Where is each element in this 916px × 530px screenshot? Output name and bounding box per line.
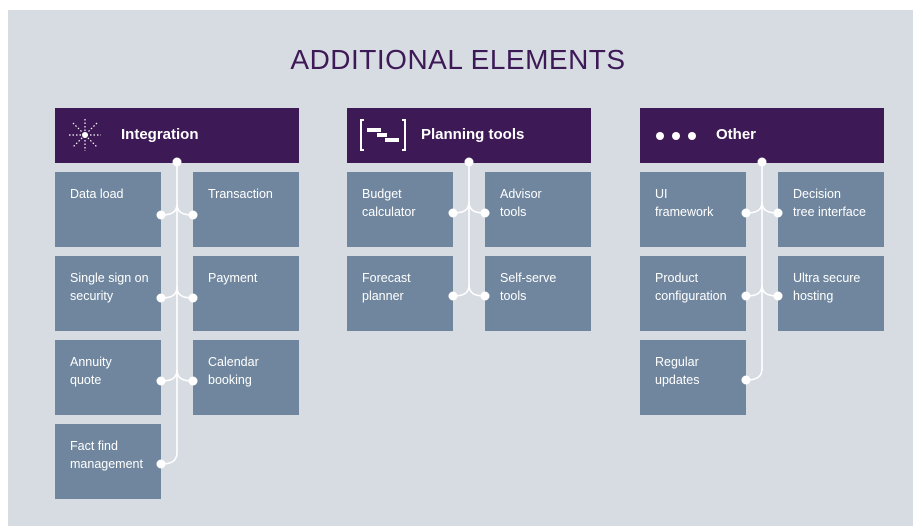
column-header-label: Planning tools bbox=[421, 126, 525, 143]
element-label: Transaction bbox=[208, 187, 273, 201]
element-fact-find-management: Fact find management bbox=[55, 424, 161, 499]
bracket-gantt-icon bbox=[360, 119, 406, 151]
page-title: ADDITIONAL ELEMENTS bbox=[290, 44, 626, 75]
element-budget-calculator: Budget calculator bbox=[347, 172, 453, 247]
element-annuity-quote: Annuity quote bbox=[55, 340, 161, 415]
column-header-integration: Integration bbox=[55, 108, 299, 163]
element-label: Product configuration bbox=[655, 271, 727, 303]
element-single-sign-on-security: Single sign on security bbox=[55, 256, 161, 331]
element-self-serve-tools: Self-serve tools bbox=[485, 256, 591, 331]
element-label: Self-serve tools bbox=[500, 271, 557, 303]
element-label: Fact find management bbox=[70, 439, 143, 471]
element-label: Single sign on security bbox=[70, 271, 149, 303]
element-product-configuration: Product configuration bbox=[640, 256, 746, 331]
element-label: Annuity quote bbox=[70, 355, 112, 387]
element-forecast-planner: Forecast planner bbox=[347, 256, 453, 331]
element-label: Advisor tools bbox=[500, 187, 542, 219]
element-label: Decision tree interface bbox=[793, 187, 866, 219]
element-label: UI framework bbox=[655, 187, 714, 219]
element-calendar-booking: Calendar booking bbox=[193, 340, 299, 415]
element-regular-updates: Regular updates bbox=[640, 340, 746, 415]
element-advisor-tools: Advisor tools bbox=[485, 172, 591, 247]
column-header-label: Integration bbox=[121, 126, 199, 143]
starburst-icon bbox=[69, 119, 101, 151]
element-label: Calendar booking bbox=[208, 355, 259, 387]
column-header-planning-tools: Planning tools bbox=[347, 108, 591, 163]
column-header-other: Other bbox=[640, 108, 884, 163]
element-label: Budget calculator bbox=[362, 187, 416, 219]
element-data-load: Data load bbox=[55, 172, 161, 247]
column-header-label: Other bbox=[716, 126, 757, 143]
element-label: Forecast planner bbox=[362, 271, 411, 303]
element-payment: Payment bbox=[193, 256, 299, 331]
element-ultra-secure-hosting: Ultra secure hosting bbox=[778, 256, 884, 331]
element-ui-framework: UI framework bbox=[640, 172, 746, 247]
element-label: Data load bbox=[70, 187, 124, 201]
element-label: Ultra secure hosting bbox=[793, 271, 861, 303]
element-label: Payment bbox=[208, 271, 258, 285]
three-dots-icon bbox=[656, 132, 696, 140]
element-transaction: Transaction bbox=[193, 172, 299, 247]
element-decision-tree-interface: Decision tree interface bbox=[778, 172, 884, 247]
element-label: Regular updates bbox=[655, 355, 700, 387]
